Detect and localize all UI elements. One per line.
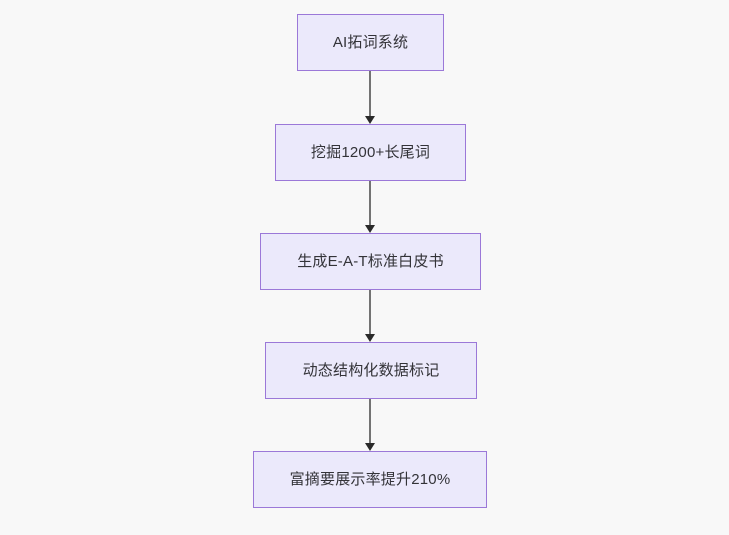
edge-node3-node4 bbox=[369, 290, 371, 334]
arrowhead-into-node4 bbox=[365, 334, 375, 342]
flow-node-label: 挖掘1200+长尾词 bbox=[310, 144, 431, 161]
flow-node-label: 生成E-A-T标准白皮书 bbox=[297, 253, 444, 270]
edge-node1-node2 bbox=[369, 71, 371, 116]
flow-node-dynamic-structured-data-markup[interactable]: 动态结构化数据标记 bbox=[265, 342, 477, 399]
flow-node-ai-keyword-system[interactable]: AI拓词系统 bbox=[297, 14, 444, 71]
flow-node-label: 动态结构化数据标记 bbox=[302, 362, 440, 379]
arrowhead-into-node2 bbox=[365, 116, 375, 124]
edge-node4-node5 bbox=[369, 399, 371, 443]
arrowhead-into-node5 bbox=[365, 443, 375, 451]
flow-node-mine-longtail-keywords[interactable]: 挖掘1200+长尾词 bbox=[275, 124, 466, 181]
flow-node-rich-snippet-impression-lift[interactable]: 富摘要展示率提升210% bbox=[253, 451, 487, 508]
arrowhead-into-node3 bbox=[365, 225, 375, 233]
flow-node-generate-eat-whitepaper[interactable]: 生成E-A-T标准白皮书 bbox=[260, 233, 481, 290]
edge-node2-node3 bbox=[369, 181, 371, 225]
flow-node-label: 富摘要展示率提升210% bbox=[289, 471, 451, 488]
flow-node-label: AI拓词系统 bbox=[332, 34, 409, 51]
